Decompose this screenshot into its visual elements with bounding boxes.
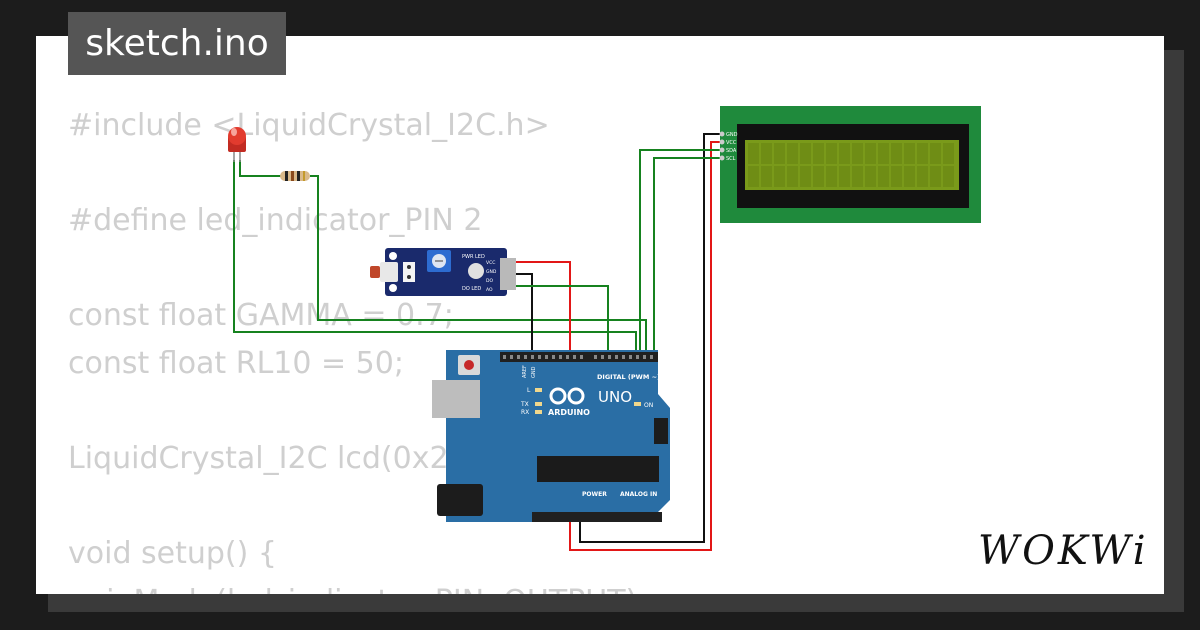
code-preview: #include <LiquidCrystal_I2C.h> #define le…: [68, 102, 647, 594]
lcd-char-cells: [748, 143, 954, 187]
lcd-pin-sda: SDA: [726, 148, 737, 154]
code-line: #define led_indicator_PIN 2: [68, 203, 483, 239]
wokwi-logo: WOKWi: [978, 528, 1149, 574]
lcd-display[interactable]: GND VCC SDA SCL: [719, 106, 982, 223]
wire-led-cathode: [233, 160, 637, 356]
arduino-gnd-label: GND: [531, 366, 537, 378]
arduino-logo-icon: [549, 387, 585, 405]
arduino-power-label: POWER: [582, 491, 607, 498]
lcd-pin-scl: SCL: [726, 156, 736, 162]
arduino-led-l: L: [527, 387, 531, 394]
arduino-uno[interactable]: DIGITAL (PWM ~) AREF GND L TX RX ON ARDU…: [432, 350, 670, 522]
header-pins: [503, 355, 653, 359]
wire-led-to-resistor: [239, 160, 282, 177]
arduino-led-on: ON: [644, 402, 653, 409]
code-line: pinMode(led_indicator_PIN, OUTPUT);: [68, 578, 647, 594]
arduino-analog-label: ANALOG IN: [620, 491, 657, 498]
arduino-brand: ARDUINO: [548, 408, 590, 417]
ldr-label-do: DO LED: [462, 286, 481, 292]
ldr-module[interactable]: PWR LED DO LED VCC GND DO AO: [370, 248, 516, 296]
wire-ldr-vcc: [516, 141, 720, 551]
arduino-led-tx: TX: [520, 401, 529, 408]
code-line: const float GAMMA = 0.7;: [68, 298, 454, 334]
code-line: #include <LiquidCrystal_I2C.h>: [68, 108, 550, 143]
code-line: void setup() {: [68, 536, 277, 572]
lcd-pin-vcc: VCC: [726, 140, 737, 146]
lcd-pin-gnd: GND: [726, 132, 738, 138]
resistor[interactable]: [280, 171, 310, 181]
ldr-pin-vcc: VCC: [486, 260, 495, 266]
file-tab[interactable]: sketch.ino: [68, 12, 286, 75]
ldr-pin-do: DO: [486, 278, 493, 284]
code-line: const float RL10 = 50;: [68, 345, 404, 381]
wire-ldr-do: [516, 285, 609, 356]
arduino-model: UNO: [598, 388, 632, 406]
wire-ldr-gnd: [516, 273, 533, 356]
ldr-label-pwr: PWR LED: [462, 254, 485, 260]
wire-lcd-sda: [639, 149, 720, 356]
wire-resistor-to-pin2: [310, 175, 647, 356]
wire-lcd-gnd: [579, 133, 720, 543]
arduino-digital-label: DIGITAL (PWM ~): [597, 373, 660, 381]
arduino-led-rx: RX: [521, 409, 529, 416]
ldr-pin-ao: AO: [486, 287, 493, 293]
red-led[interactable]: [228, 127, 246, 162]
ldr-pin-gnd: GND: [486, 269, 497, 275]
wires: [233, 133, 720, 551]
arduino-aref-label: AREF: [522, 365, 528, 378]
